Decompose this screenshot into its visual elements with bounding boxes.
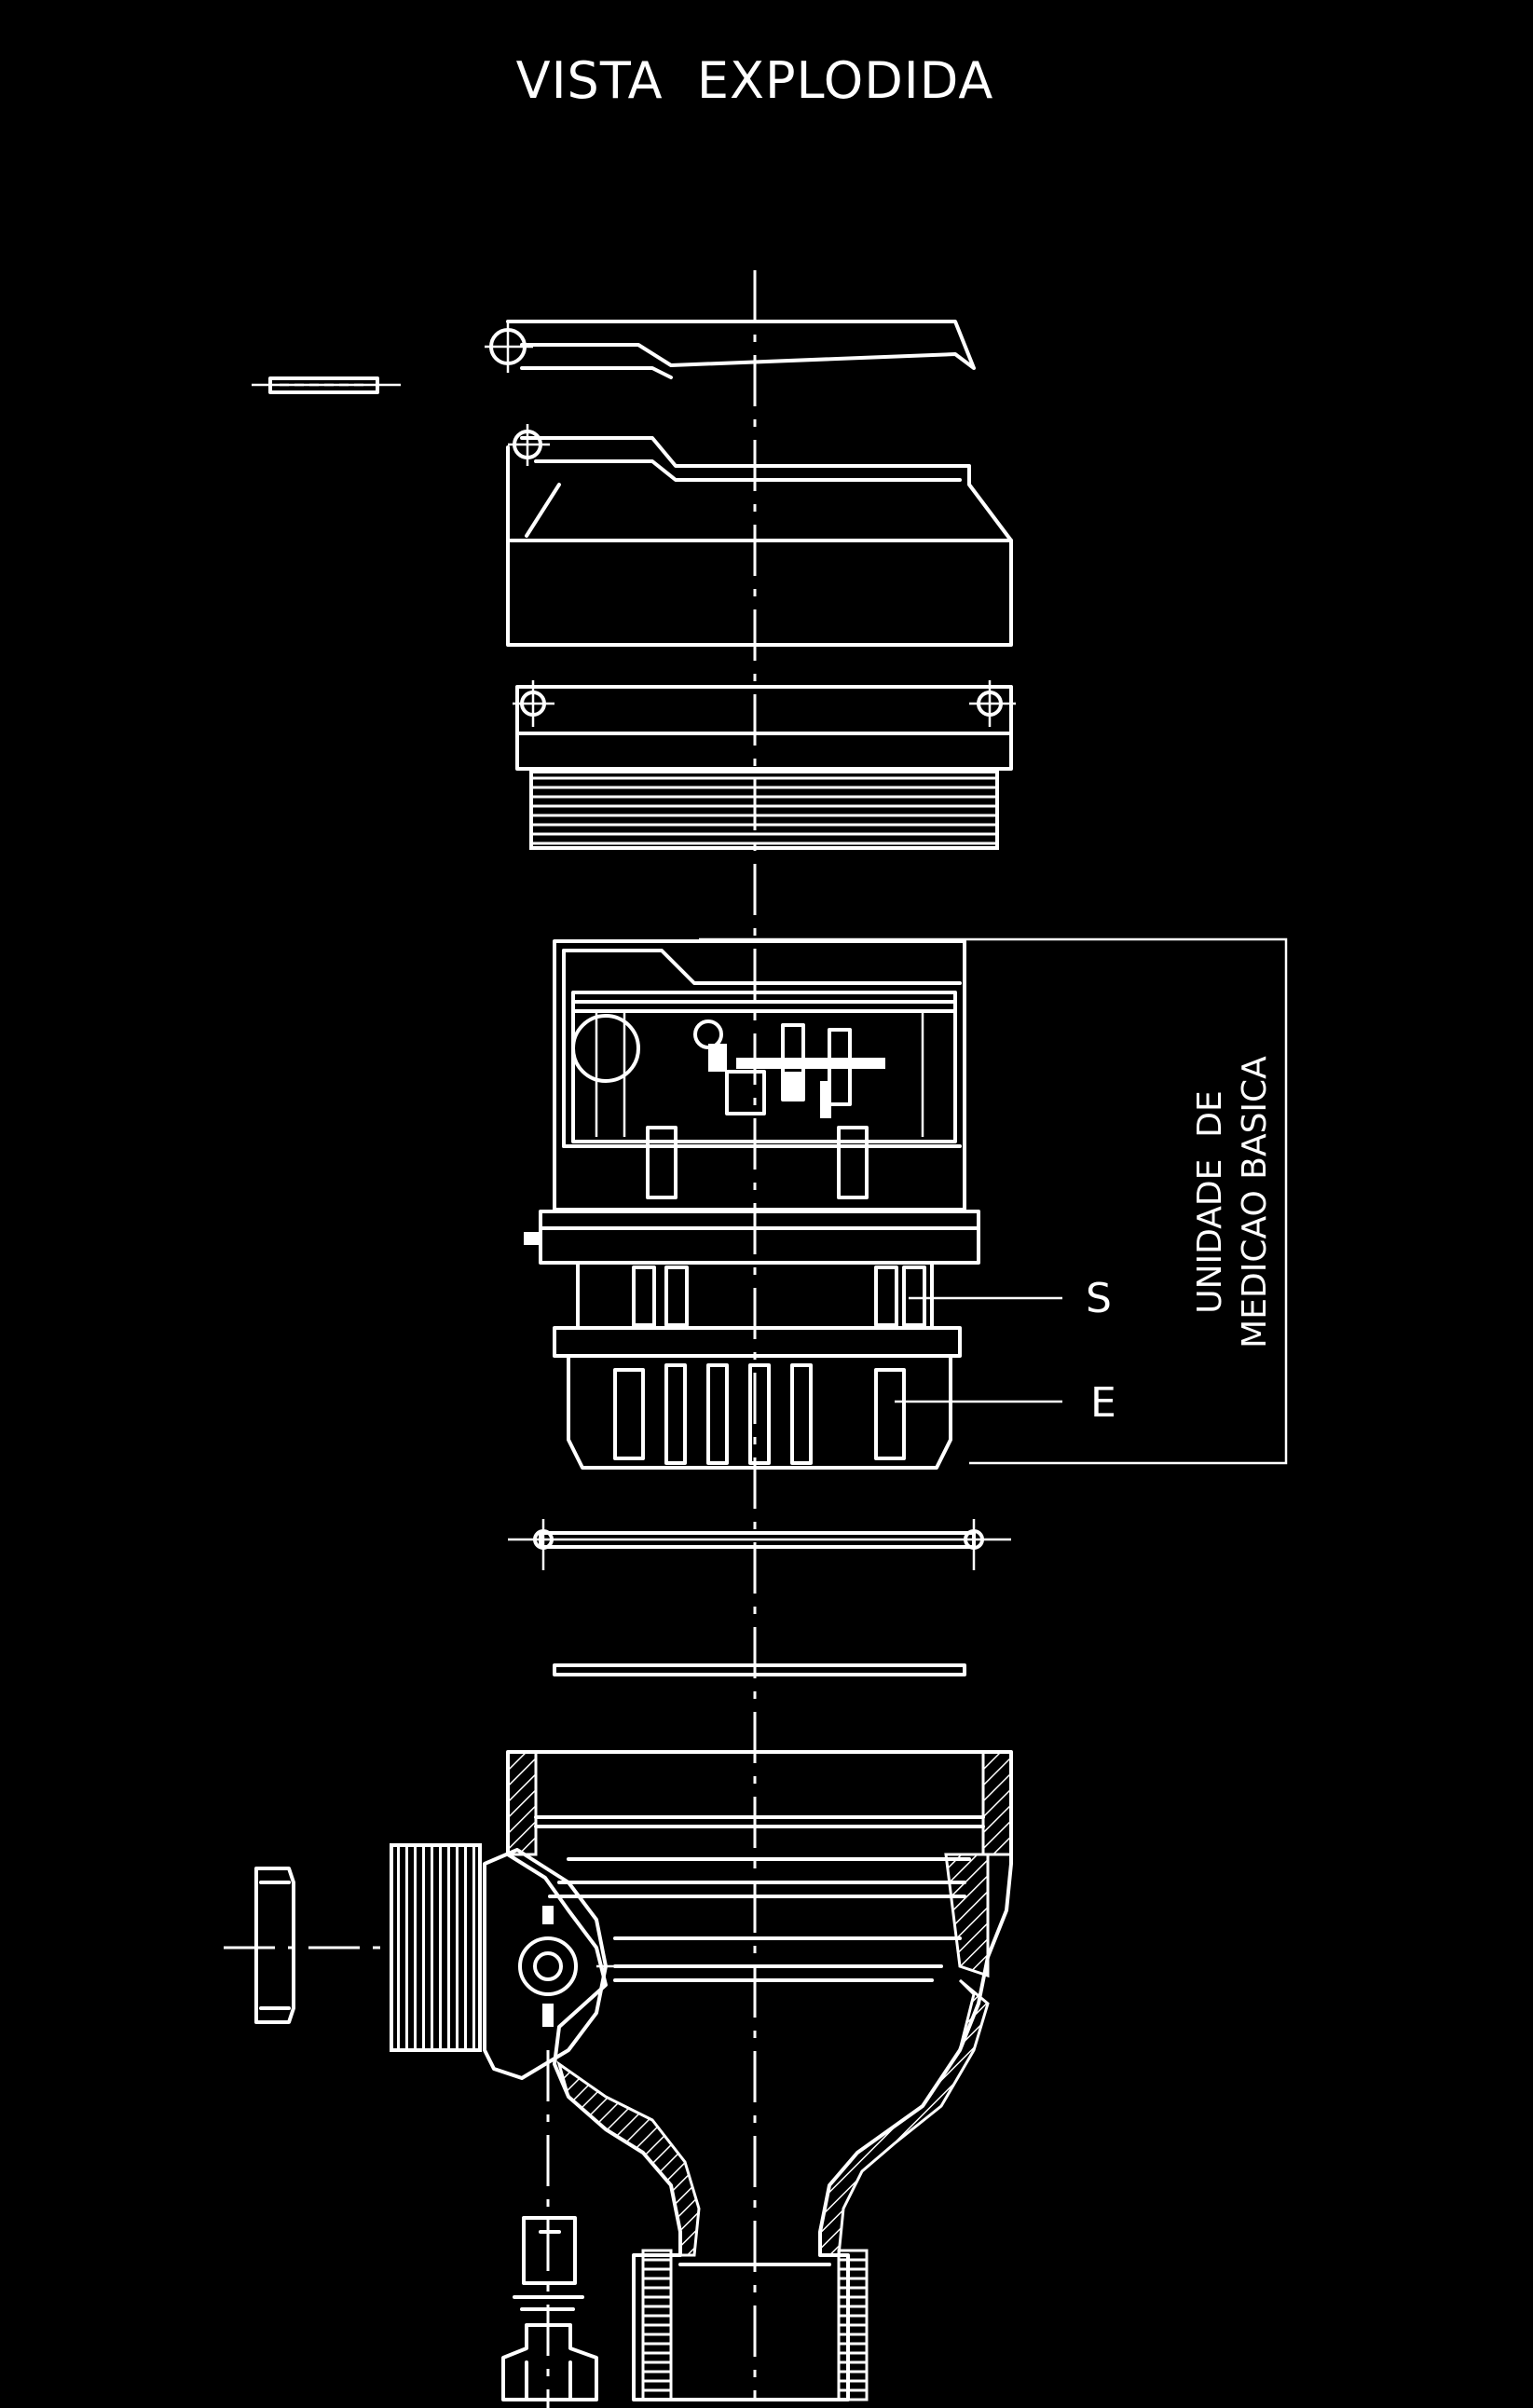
meter-lid — [485, 320, 976, 379]
callout-e-label: E — [1090, 1379, 1116, 1427]
group-label-line1: UNIDADE DE — [1191, 1090, 1229, 1313]
callout-e: E — [895, 1379, 1116, 1427]
inlet-threads — [390, 1843, 482, 2052]
group-label-line2: MEDICAO BASICA — [1236, 1056, 1274, 1348]
register-cover — [506, 424, 1013, 647]
inlet-strainer — [224, 1867, 391, 2024]
flat-washer — [553, 1663, 966, 1676]
seal-pin — [252, 376, 401, 394]
drain-plug — [501, 2216, 598, 2401]
measuring-unit-bracket — [699, 937, 1288, 1465]
meter-body — [506, 1750, 1013, 2401]
drawing-title: VISTA EXPLODIDA — [516, 51, 994, 110]
inlet-boss — [483, 1848, 932, 2080]
callout-s-label: S — [1086, 1275, 1112, 1322]
o-ring — [508, 1519, 1011, 1570]
callout-s: S — [909, 1275, 1112, 1322]
basic-measuring-unit — [524, 939, 980, 1470]
threaded-ring — [513, 680, 1016, 850]
group-label: UNIDADE DE MEDICAO BASICA — [1191, 1056, 1274, 1348]
